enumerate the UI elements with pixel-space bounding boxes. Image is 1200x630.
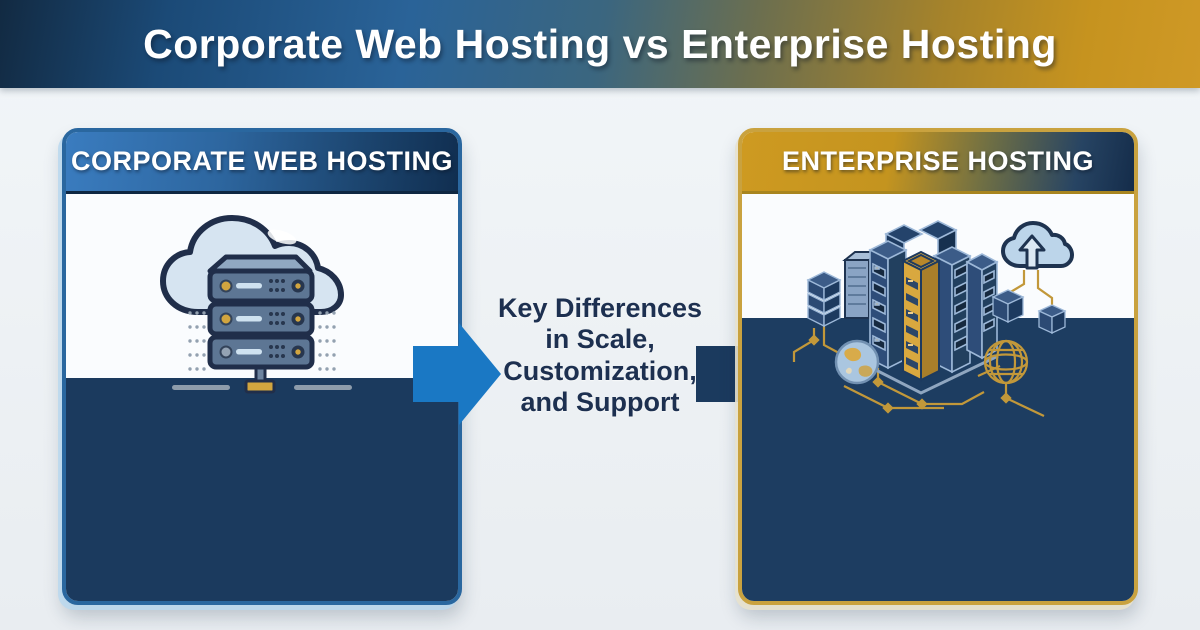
page-title: Corporate Web Hosting vs Enterprise Host… <box>143 20 1057 67</box>
corporate-card-title: CORPORATE WEB HOSTING <box>70 146 453 176</box>
enterprise-card-title: ENTERPRISE HOSTING <box>781 146 1095 176</box>
network-cube <box>1037 304 1067 335</box>
server-tower <box>868 240 908 370</box>
key-differences-line: in Scale, <box>545 324 655 355</box>
enterprise-datacenter-illustration <box>792 220 1074 417</box>
dotted-lines <box>188 311 336 371</box>
rack-stand <box>172 365 352 394</box>
small-server-tower <box>806 271 842 328</box>
key-differences-text: Key Differences in Scale, Customization,… <box>468 293 732 418</box>
corporate-card-header: CORPORATE WEB HOSTING <box>66 132 458 194</box>
key-differences-line: Key Differences <box>497 293 703 323</box>
enterprise-card-header: ENTERPRISE HOSTING <box>742 132 1134 194</box>
gold-server-tower <box>900 250 942 382</box>
network-globe-icon <box>983 339 1029 385</box>
rack-unit <box>207 334 315 370</box>
key-differences-line: Customization, <box>503 355 697 386</box>
rack-unit <box>207 301 315 337</box>
key-differences-line: and Support <box>520 386 680 417</box>
server-rack-icon <box>207 254 315 370</box>
network-cube <box>991 289 1025 324</box>
banner: Corporate Web Hosting vs Enterprise Host… <box>0 0 1200 88</box>
cloud-server-illustration <box>160 215 352 394</box>
corporate-card-navy-panel <box>66 378 458 601</box>
earth-globe-icon <box>834 339 880 385</box>
cloud-upload-icon <box>1001 221 1074 270</box>
platform-edge <box>867 354 999 395</box>
corporate-hosting-card: CORPORATE WEB HOSTING <box>62 128 462 605</box>
server-tower <box>965 253 999 360</box>
rack-unit <box>207 268 315 304</box>
left-arrow-icon <box>413 323 501 425</box>
enterprise-hosting-card: ENTERPRISE HOSTING <box>738 128 1138 605</box>
